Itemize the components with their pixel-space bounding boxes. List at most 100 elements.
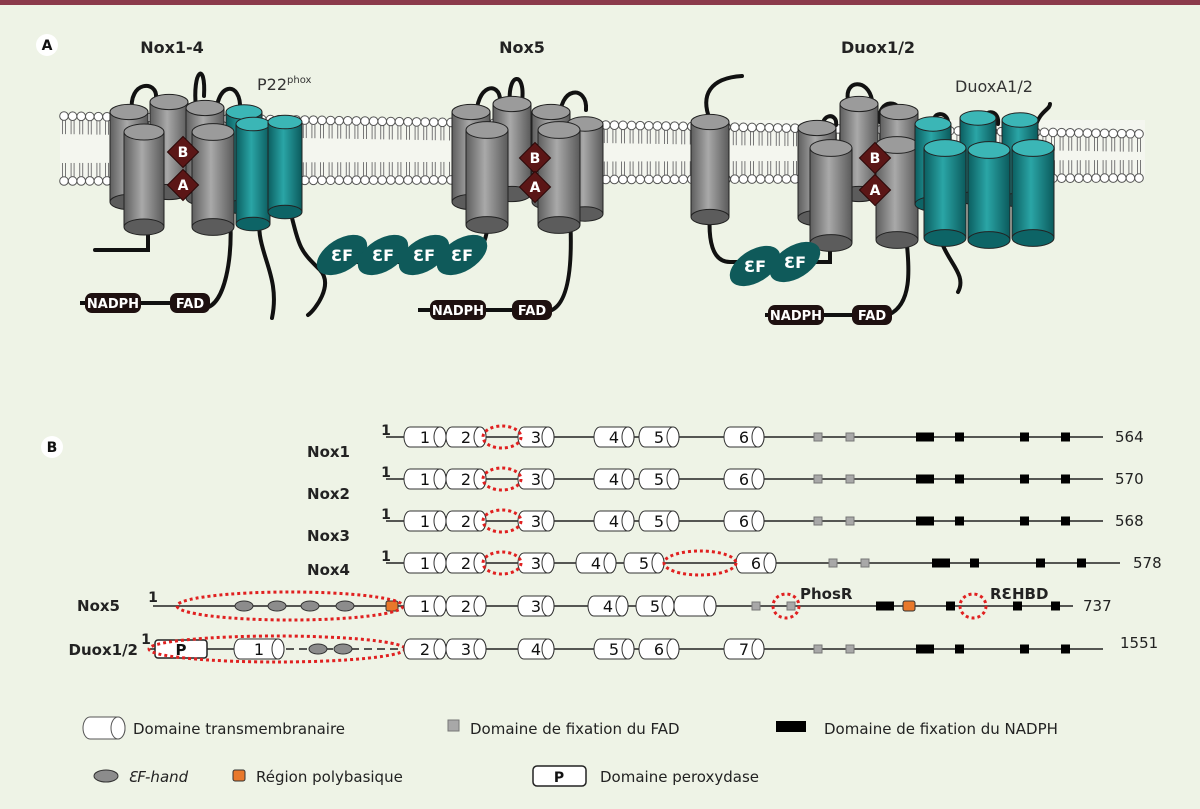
heme-domain-a: A <box>166 168 200 202</box>
start-residue: 1 <box>148 590 158 606</box>
tm-domain: 4 <box>593 426 635 448</box>
fad-binding-site <box>786 601 796 611</box>
tm-domain: 6 <box>723 426 765 448</box>
grey-helix <box>690 113 730 226</box>
nadph-domain: NADPH <box>430 300 486 320</box>
dotted-highlight <box>481 550 523 576</box>
svg-text:7: 7 <box>739 640 749 659</box>
nadph-binding-site <box>916 474 934 484</box>
svg-text:3: 3 <box>531 597 541 616</box>
svg-text:5: 5 <box>609 640 619 659</box>
svg-text:2: 2 <box>461 554 471 573</box>
label-rehbd: RƐHBD <box>990 585 1048 603</box>
svg-text:NADPH: NADPH <box>770 309 822 324</box>
fad-binding-site <box>813 474 823 484</box>
grey-helix <box>465 121 509 234</box>
svg-text:4: 4 <box>609 512 619 531</box>
label-p22phox: P22phox <box>257 75 312 94</box>
ef-hand-oval: ƐF <box>316 234 368 276</box>
label-duoxa1-2: DuoxA1/2 <box>955 77 1033 96</box>
legend-peroxidase-swatch <box>532 765 587 787</box>
svg-text:3: 3 <box>531 470 541 489</box>
heme-domain-b: B <box>858 141 892 175</box>
tm-domain: 6 <box>723 510 765 532</box>
svg-text:5: 5 <box>654 470 664 489</box>
svg-text:A: A <box>530 180 541 196</box>
start-residue: 1 <box>381 423 391 439</box>
row-length: 578 <box>1133 554 1162 572</box>
nadph-domain: NADPH <box>768 305 824 325</box>
teal-helix <box>1011 139 1055 247</box>
tm-domain: 2 <box>445 552 487 574</box>
heme-domain-b: B <box>518 141 552 175</box>
svg-text:5: 5 <box>650 597 660 616</box>
fad-binding-site <box>845 474 855 484</box>
svg-text:A: A <box>42 38 53 54</box>
legend-polybasic-swatch <box>232 769 246 782</box>
fad-binding-site <box>828 558 838 568</box>
nadph-binding-site <box>1061 644 1070 654</box>
grey-helix <box>123 123 165 236</box>
svg-text:4: 4 <box>609 428 619 447</box>
tm-domain: 5 <box>638 426 680 448</box>
row-length: 568 <box>1115 512 1144 530</box>
tm-domain: 3 <box>517 468 555 490</box>
svg-text:1: 1 <box>420 470 430 489</box>
fad-binding-site <box>845 644 855 654</box>
nadph-binding-site <box>1051 601 1060 611</box>
nadph-binding-site <box>955 474 964 484</box>
heme-domain-a: A <box>858 173 892 207</box>
dotted-highlight <box>481 508 523 534</box>
svg-text:3: 3 <box>531 554 541 573</box>
svg-text:4: 4 <box>531 640 541 659</box>
heme-domain-b: B <box>166 135 200 169</box>
nadph-binding-site <box>1061 432 1070 442</box>
start-residue: 1 <box>381 507 391 523</box>
tm-domain <box>673 595 717 617</box>
svg-text:FAD: FAD <box>518 304 546 319</box>
nox5-n-terminal-highlight <box>175 590 405 622</box>
nadph-binding-site <box>1013 601 1022 611</box>
nadph-binding-site <box>970 558 979 568</box>
svg-text:5: 5 <box>654 428 664 447</box>
dotted-highlight <box>481 424 523 450</box>
tm-domain: 5 <box>635 595 675 617</box>
grey-helix <box>191 123 235 236</box>
fad-domain: FAD <box>170 293 210 313</box>
tm-domain: 1 <box>403 552 447 574</box>
row-length: 737 <box>1083 597 1112 615</box>
svg-text:2: 2 <box>461 512 471 531</box>
nadph-binding-site <box>916 432 934 442</box>
nadph-binding-site <box>1020 644 1029 654</box>
legend-peroxidase-label: Domaine peroxydase <box>600 768 759 786</box>
legend-fad-label: Domaine de fixation du FAD <box>470 720 680 738</box>
title-nox1-4: Nox1-4 <box>140 38 204 57</box>
svg-text:ƐF: ƐF <box>451 246 473 265</box>
fad-domain: FAD <box>512 300 552 320</box>
fad-binding-site <box>813 644 823 654</box>
row-name: Nox4 <box>307 561 350 579</box>
top-rule <box>0 0 1200 5</box>
tm-domain: 3 <box>517 595 555 617</box>
svg-text:4: 4 <box>591 554 601 573</box>
svg-text:ƐF: ƐF <box>331 246 353 265</box>
svg-text:6: 6 <box>739 428 749 447</box>
tm-domain: 5 <box>638 510 680 532</box>
panel-a-badge: A <box>36 34 58 56</box>
tm-domain: 2 <box>445 468 487 490</box>
row-length: 564 <box>1115 428 1144 446</box>
legend-nadph-swatch <box>776 721 806 732</box>
svg-text:1: 1 <box>254 640 264 659</box>
svg-text:2: 2 <box>461 470 471 489</box>
nadph-binding-site <box>916 516 934 526</box>
svg-text:ƐF: ƐF <box>413 246 435 265</box>
teal-helix <box>923 139 967 247</box>
tm-domain: 3 <box>517 552 555 574</box>
fad-binding-site <box>845 516 855 526</box>
row-name: Duox1/2 <box>69 641 138 659</box>
